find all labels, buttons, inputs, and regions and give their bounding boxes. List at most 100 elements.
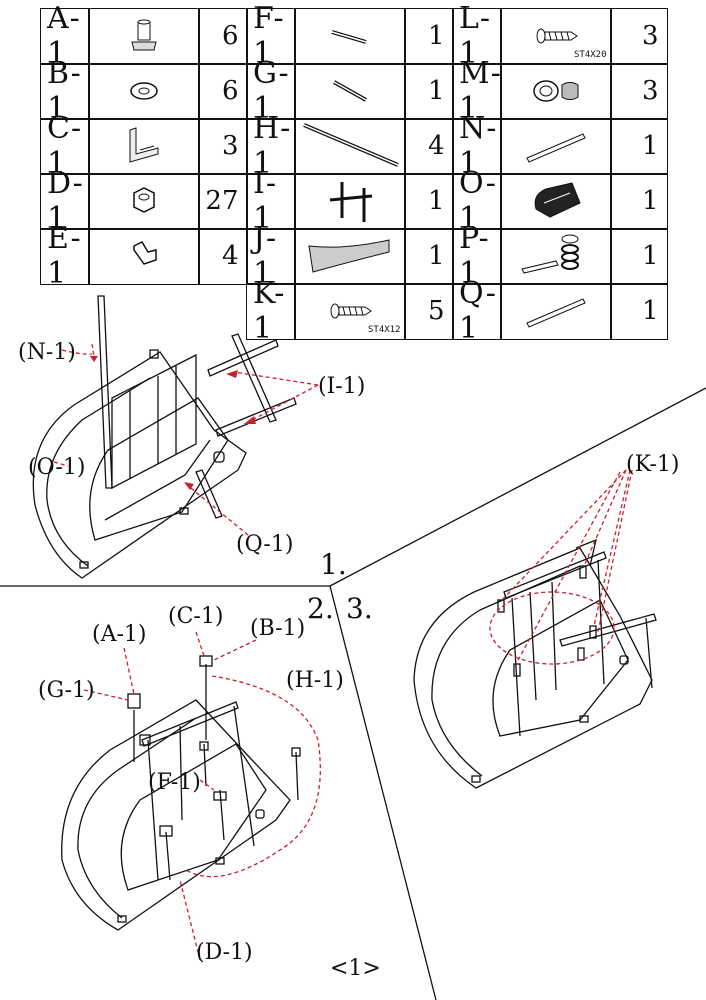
part-qty: 6 bbox=[198, 8, 248, 65]
part-icon-cell bbox=[500, 283, 612, 340]
callout-f1: (F-1) bbox=[148, 770, 201, 795]
seat-shell-icon bbox=[526, 179, 586, 223]
seat-shell-outline-3 bbox=[413, 547, 653, 789]
bolt-cap-icon bbox=[124, 16, 164, 56]
square-bar-icon bbox=[521, 293, 591, 329]
callout-o1: (O-1) bbox=[28, 455, 86, 480]
callout-i1: (I-1) bbox=[318, 374, 366, 399]
part-qty: 3 bbox=[198, 118, 248, 175]
bushing-icon bbox=[526, 71, 586, 111]
part-code-i-1: I-1 bbox=[246, 166, 296, 236]
part-qty: 1 bbox=[610, 118, 668, 175]
part-icon-cell bbox=[500, 173, 612, 230]
long-rod-icon bbox=[298, 121, 402, 171]
screw-size-note: ST4X12 bbox=[367, 324, 401, 335]
part-icon-cell bbox=[294, 8, 406, 65]
part-code-m-1: M-1 bbox=[452, 56, 502, 126]
short-rod-icon bbox=[320, 24, 380, 48]
callout-d1: (D-1) bbox=[196, 940, 253, 965]
part-code-l-1: L-1 bbox=[452, 1, 502, 71]
part-icon-cell bbox=[88, 8, 200, 65]
callout-a1: (A-1) bbox=[92, 622, 147, 647]
step-3-label: 3. bbox=[346, 592, 373, 625]
callout-n1: (N-1) bbox=[18, 340, 76, 365]
part-code-n-1: N-1 bbox=[452, 111, 502, 181]
part-icon-cell bbox=[500, 228, 612, 285]
page-number: <1> bbox=[330, 956, 381, 981]
step-1-label: 1. bbox=[320, 548, 347, 581]
part-qty: 27 bbox=[198, 173, 248, 230]
part-code-f-1: F-1 bbox=[246, 1, 296, 71]
h-frame-icon bbox=[320, 178, 380, 224]
washer-icon bbox=[124, 76, 164, 106]
threaded-rod-icon bbox=[320, 76, 380, 106]
bolt-f1 bbox=[213, 789, 227, 841]
bolt-d1 bbox=[159, 825, 173, 881]
clip-icon bbox=[124, 236, 164, 276]
part-icon-cell bbox=[294, 173, 406, 230]
callout-b1: (B-1) bbox=[250, 616, 306, 641]
part-qty: 1 bbox=[404, 228, 454, 285]
part-code-j-1: J-1 bbox=[246, 221, 296, 291]
bolt-left bbox=[199, 741, 209, 787]
callout-c1: (C-1) bbox=[168, 604, 224, 629]
part-icon-cell bbox=[500, 118, 612, 175]
step-2-label: 2. bbox=[307, 592, 334, 625]
part-code-k-1: K-1 bbox=[246, 276, 296, 346]
part-icon-cell: ST4X12 bbox=[294, 283, 406, 340]
part-qty: 4 bbox=[198, 228, 248, 285]
part-code-d-1: D-1 bbox=[40, 166, 90, 236]
part-icon-cell bbox=[294, 228, 406, 285]
part-code-q-1: Q-1 bbox=[452, 276, 502, 346]
callout-q1: (Q-1) bbox=[236, 532, 294, 557]
part-qty: 1 bbox=[404, 173, 454, 230]
screw-icon bbox=[533, 24, 579, 48]
callout-k1: (K-1) bbox=[626, 452, 680, 477]
part-code-o-1: O-1 bbox=[452, 166, 502, 236]
n1-bar bbox=[97, 295, 113, 489]
bolt-h1 bbox=[199, 655, 213, 740]
part-icon-cell bbox=[294, 63, 406, 120]
part-code-a-1: A-1 bbox=[40, 1, 90, 71]
part-code-p-1: P-1 bbox=[452, 221, 502, 291]
part-qty: 4 bbox=[404, 118, 454, 175]
bolt-g1 bbox=[127, 693, 141, 762]
part-qty: 1 bbox=[610, 173, 668, 230]
part-qty: 6 bbox=[198, 63, 248, 120]
part-icon-cell bbox=[88, 228, 200, 285]
screw-size-note: ST4X20 bbox=[573, 49, 607, 60]
screw-icon bbox=[327, 299, 373, 323]
part-qty: 1 bbox=[404, 8, 454, 65]
part-code-h-1: H-1 bbox=[246, 111, 296, 181]
bolt-right bbox=[291, 747, 301, 801]
curved-panel-icon bbox=[305, 236, 395, 276]
seat-shell-outline-2 bbox=[61, 699, 291, 931]
part-icon-cell bbox=[88, 63, 200, 120]
i1-h-frame bbox=[207, 333, 297, 437]
part-code-b-1: B-1 bbox=[40, 56, 90, 126]
bracket-icon bbox=[122, 124, 166, 168]
part-code-c-1: C-1 bbox=[40, 111, 90, 181]
part-code-e-1: E-1 bbox=[40, 221, 90, 291]
spring-lever-icon bbox=[516, 229, 596, 283]
part-qty: 1 bbox=[610, 283, 668, 340]
callout-g1: (G-1) bbox=[38, 678, 95, 703]
part-qty: 3 bbox=[610, 63, 668, 120]
callout-h1: (H-1) bbox=[286, 668, 344, 693]
part-icon-cell bbox=[500, 63, 612, 120]
part-icon-cell bbox=[88, 173, 200, 230]
square-bar-icon bbox=[521, 128, 591, 164]
part-qty: 1 bbox=[404, 63, 454, 120]
part-qty: 1 bbox=[610, 228, 668, 285]
part-icon-cell bbox=[294, 118, 406, 175]
part-icon-cell: ST4X20 bbox=[500, 8, 612, 65]
part-icon-cell bbox=[88, 118, 200, 175]
part-code-g-1: G-1 bbox=[246, 56, 296, 126]
seat-shell-outline bbox=[32, 351, 247, 579]
part-qty: 5 bbox=[404, 283, 454, 340]
